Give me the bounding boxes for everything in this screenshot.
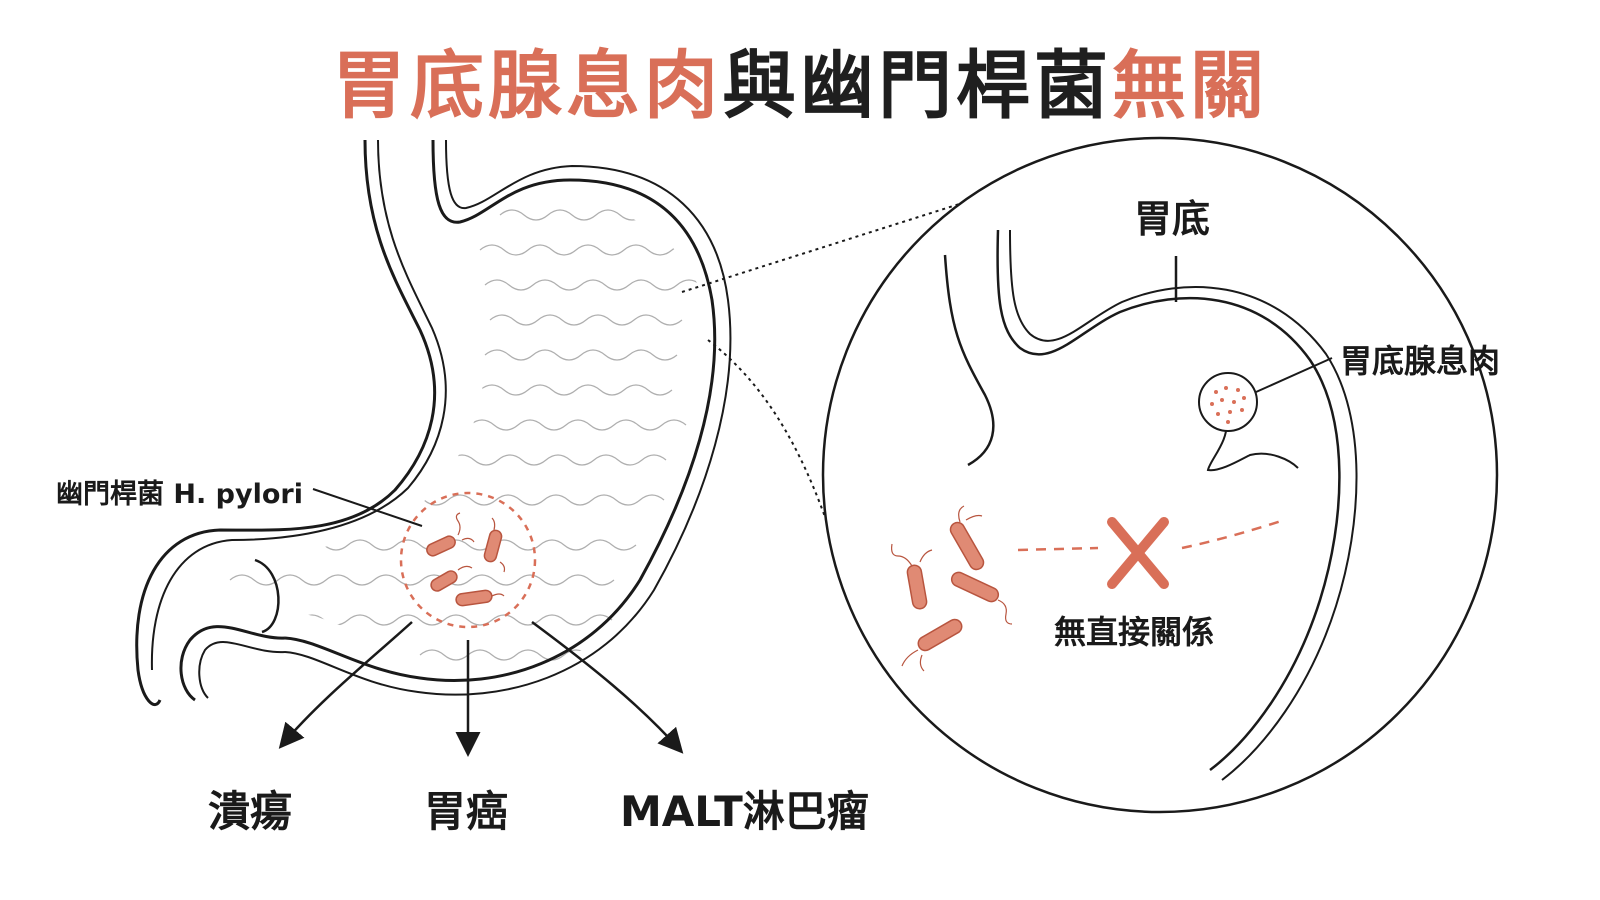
outcome-arrows (278, 620, 684, 757)
cross-icon (1107, 517, 1169, 589)
infection-zone-circle (399, 491, 537, 629)
h-pylori-pointer (312, 488, 423, 527)
label-no-direct-relation: 無直接關係 (1054, 613, 1215, 651)
label-ulcer: 潰瘍 (208, 787, 293, 836)
page-title: 胃底腺息肉與幽門桿菌無關 (0, 26, 1600, 133)
arrow-icon (531, 620, 684, 754)
magnifier-circle (821, 136, 1499, 814)
title-part-3: 無關 (1112, 43, 1268, 129)
label-fundic-gland-polyp: 胃底腺息肉 (1340, 342, 1501, 380)
label-h-pylori: 幽門桿菌 H. pylori (56, 479, 303, 510)
label-malt-lymphoma: MALT淋巴瘤 (620, 787, 869, 836)
title-part-2: 與幽門桿菌 (722, 43, 1112, 129)
bacteria-icon (906, 521, 1000, 652)
relation-line (1017, 518, 1285, 552)
stomach-illustration (135, 139, 732, 707)
label-gastric-cancer: 胃癌 (424, 787, 509, 836)
polyp-icon (1198, 372, 1299, 472)
h-pylori-cluster (399, 491, 537, 629)
magnification-connectors (681, 199, 973, 541)
arrow-icon (278, 621, 413, 749)
label-fundus: 胃底 (1134, 197, 1211, 241)
polyp-pointer (1255, 357, 1333, 393)
magnified-view (821, 136, 1499, 814)
title-part-1: 胃底腺息肉 (332, 43, 722, 129)
stomach-outer-wall (135, 139, 437, 707)
bacteria-icon (426, 529, 503, 607)
